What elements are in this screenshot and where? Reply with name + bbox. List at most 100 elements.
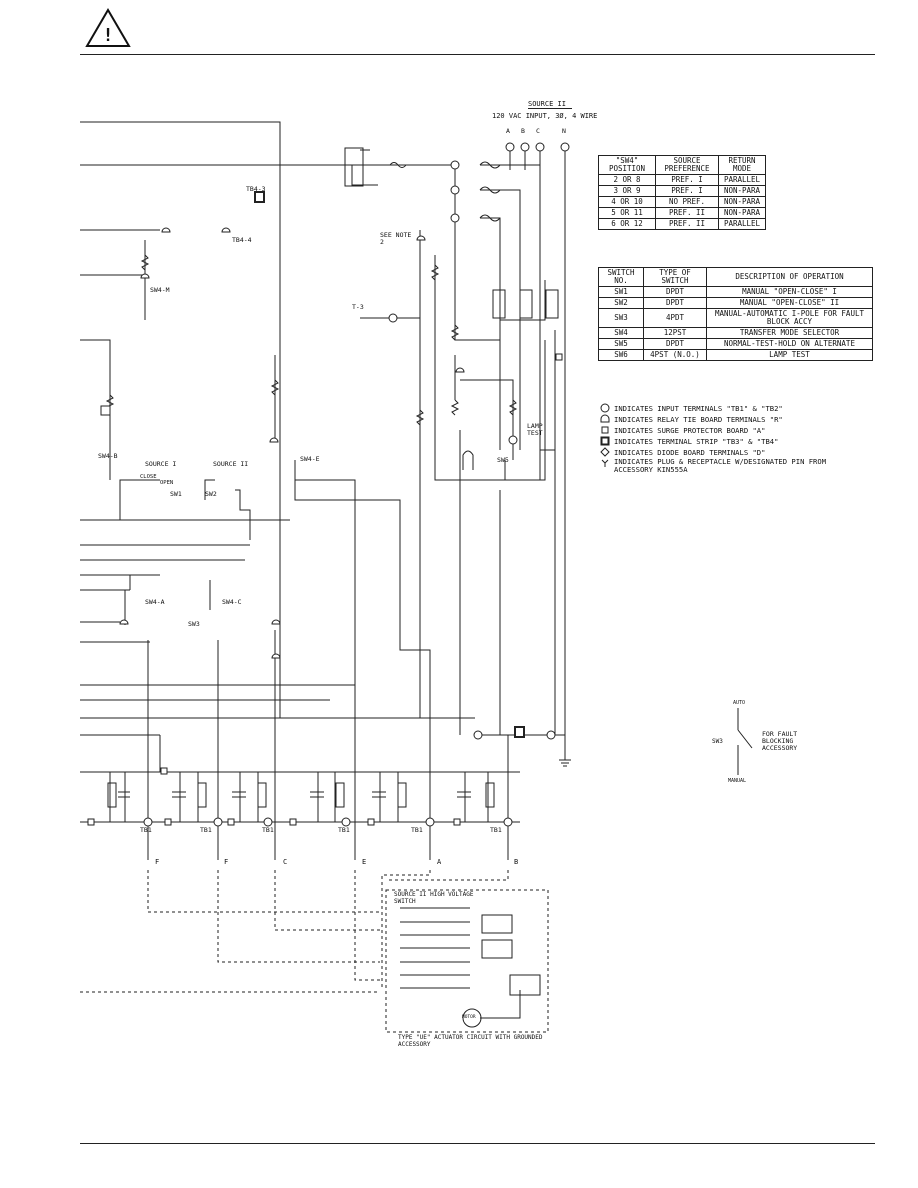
label-sw4-e: SW4-E [300,455,320,463]
table-cell: TRANSFER MODE SELECTOR [706,327,873,339]
label-sw4-a: SW4-A [145,598,165,606]
table-cell: SW6 [598,349,644,361]
bottom-letter: E [362,858,367,866]
label-manual: MANUAL [728,778,747,784]
source-ii-underline [528,108,572,109]
table-cell: MANUAL-AUTOMATIC I-POLE FOR FAULT BLOCK … [706,308,873,328]
sw4-position-table: "SW4" POSITION SOURCE PREFERENCE RETURN … [598,155,766,230]
legend-text: INDICATES SURGE PROTECTOR BOARD "A" [614,426,766,435]
label-fault-block: FOR FAULT BLOCKING ACCESSORY [762,730,798,752]
plug-icon [601,459,609,467]
square-icon [601,426,609,434]
bottom-letter: C [283,858,288,866]
source-ii-subtitle: 120 VAC INPUT, 3Ø, 4 WIRE [492,112,598,120]
legend-text: INDICATES DIODE BOARD TERMINALS "D" [614,448,766,457]
table-cell: DPDT [643,286,707,298]
phase-label-n: N [562,127,566,135]
table-cell: PREF. I [655,185,719,197]
table-cell: DPDT [643,338,707,350]
table-cell: NON-PARA [718,207,766,219]
tb1-label: TB1 [490,826,502,834]
label-actuator: TYPE "UE" ACTUATOR CIRCUIT WITH GROUNDED… [398,1034,543,1048]
label-sw3: SW3 [188,620,200,628]
label-close: CLOSE [140,474,157,480]
table-cell: PREF. II [655,207,719,219]
table-cell: 3 OR 9 [598,185,656,197]
header-rule [80,54,875,55]
table-cell: NON-PARA [718,196,766,208]
symbol-legend: INDICATES INPUT TERMINALS "TB1" & "TB2" … [600,403,864,476]
table-cell: 5 OR 11 [598,207,656,219]
label-auto: AUTO [733,700,746,706]
bottom-letter: A [437,858,442,866]
label-t3: T-3 [352,303,364,311]
legend-text: INDICATES TERMINAL STRIP "TB3" & "TB4" [614,437,779,446]
warning-triangle-icon: ! [85,8,131,47]
legend-item: INDICATES PLUG & RECEPTACLE W/DESIGNATED… [600,458,864,476]
dome-icon [600,414,610,423]
label-motor: MOTOR [462,1015,476,1020]
table-header: SWITCH NO. [598,267,644,287]
label-sw5: SW5 [497,456,509,464]
table-cell: 4PST (N.O.) [643,349,707,361]
table-cell: 6 OR 12 [598,218,656,230]
source-ii-title: SOURCE II [528,100,566,108]
phase-label-a: A [506,127,510,135]
table-header: "SW4" POSITION [598,155,656,175]
legend-item: INDICATES SURGE PROTECTOR BOARD "A" [600,425,864,436]
legend-text: INDICATES PLUG & RECEPTACLE W/DESIGNATED… [614,457,827,474]
legend-text: INDICATES INPUT TERMINALS "TB1" & "TB2" [614,404,783,413]
label-tb4-4: TB4-4 [232,236,252,244]
tb1-label: TB1 [262,826,274,834]
table-cell: 12PST [643,327,707,339]
label-sw1: SW1 [170,490,182,498]
table-cell: PREF. I [655,174,719,186]
table-cell: NON-PARA [718,185,766,197]
table-cell: SW1 [598,286,644,298]
bold-square-icon [600,436,610,446]
table-header: TYPE OF SWITCH [643,267,707,287]
diamond-icon [600,447,610,457]
table-cell: SW3 [598,308,644,328]
label-source-ii: SOURCE II [213,460,249,468]
table-cell: NO PREF. [655,196,719,208]
circle-icon [600,403,610,413]
bottom-letter: B [514,858,519,866]
table-cell: NORMAL-TEST-HOLD ON ALTERNATE [706,338,873,350]
table-cell: SW4 [598,327,644,339]
switch-description-table: SWITCH NO. TYPE OF SWITCH DESCRIPTION OF… [598,267,873,361]
table-cell: SW2 [598,297,644,309]
table-cell: MANUAL "OPEN-CLOSE" II [706,297,873,309]
phase-label-b: B [521,127,525,135]
table-cell: SW5 [598,338,644,350]
table-cell: MANUAL "OPEN-CLOSE" I [706,286,873,298]
tb1-label: TB1 [200,826,212,834]
table-cell: PARALLEL [718,174,766,186]
legend-item: INDICATES DIODE BOARD TERMINALS "D" [600,447,864,458]
table-header: DESCRIPTION OF OPERATION [706,267,873,287]
label-source-i: SOURCE I [145,460,177,468]
table-cell: PREF. II [655,218,719,230]
label-sw4-c: SW4-C [222,598,242,606]
label-tb4-3: TB4-3 [246,185,266,193]
legend-item: INDICATES TERMINAL STRIP "TB3" & "TB4" [600,436,864,447]
table-cell: PARALLEL [718,218,766,230]
label-open: OPEN [160,480,174,486]
bottom-letter: F [155,858,160,866]
footer-rule [80,1143,875,1144]
table-header: SOURCE PREFERENCE [655,155,719,175]
label-sw4-m: SW4-M [150,286,170,294]
label-hv-switch: SOURCE II HIGH VOLTAGE SWITCH [394,891,474,905]
table-cell: 2 OR 8 [598,174,656,186]
